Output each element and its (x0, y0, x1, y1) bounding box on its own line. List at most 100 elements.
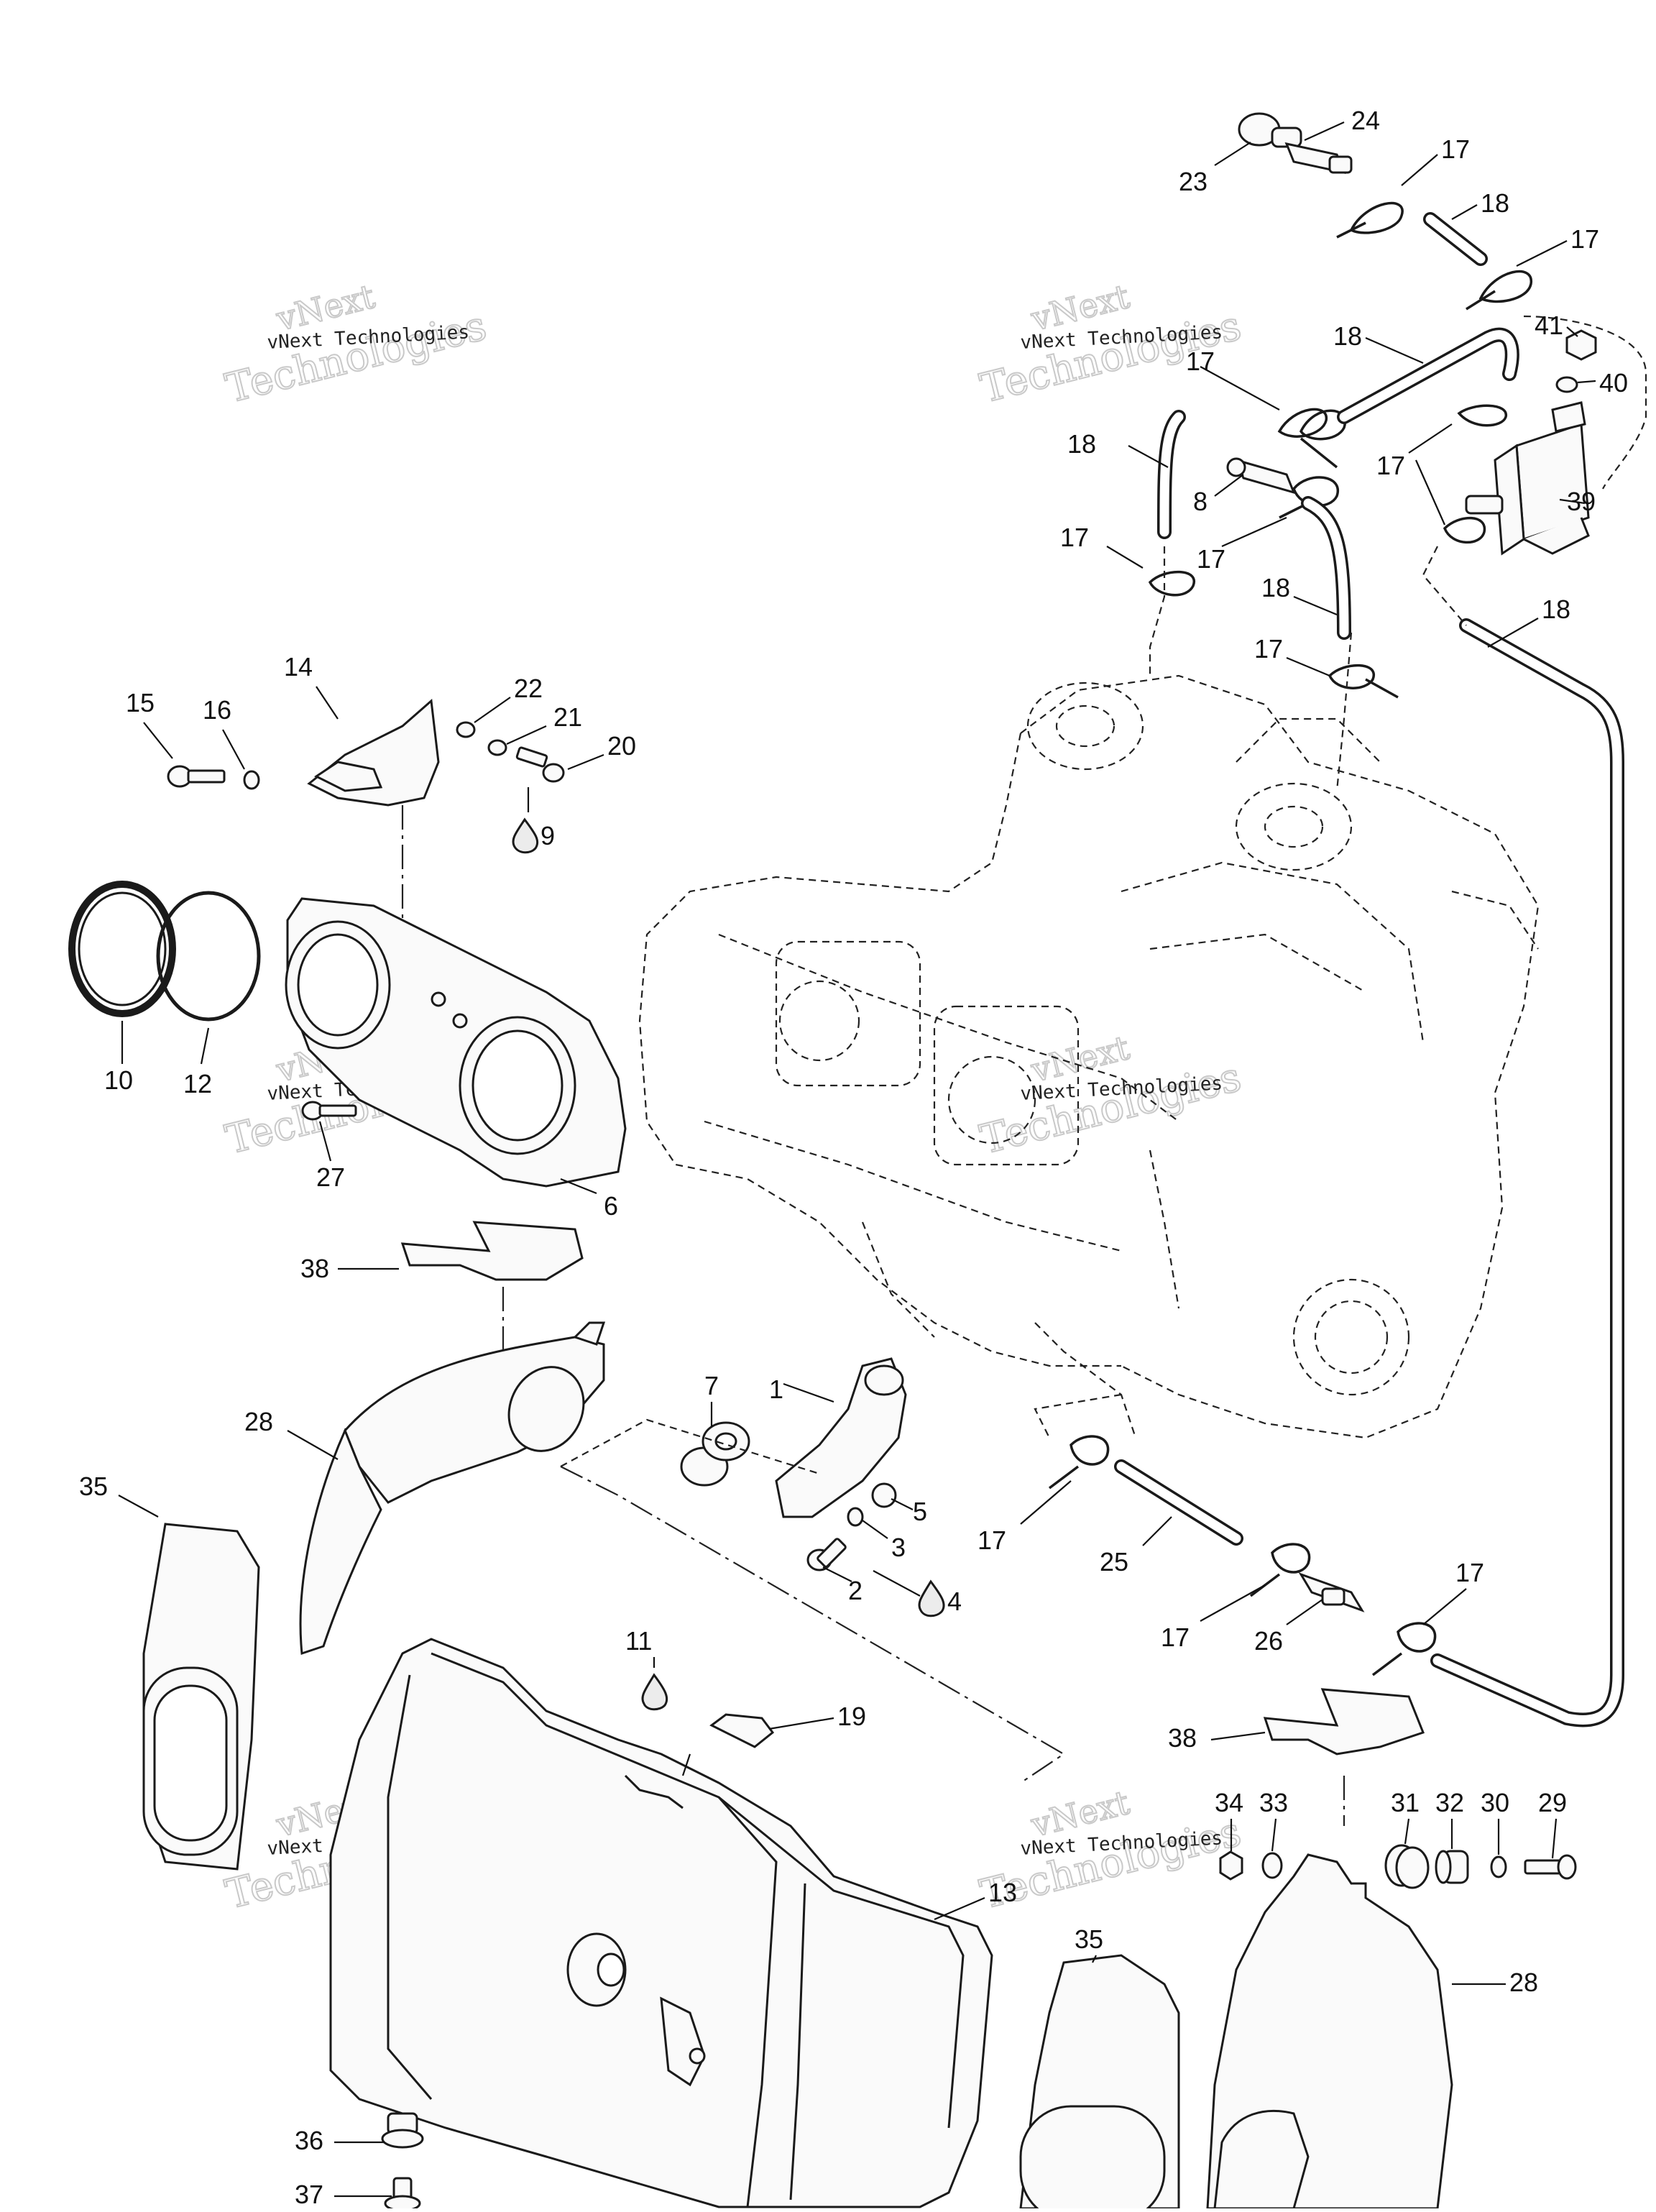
callout-33: 33 (1259, 1788, 1288, 1817)
ring-10 (68, 881, 176, 1017)
callout-21: 21 (553, 702, 582, 732)
o-ring-12 (156, 891, 261, 1022)
bracket-14 (307, 698, 440, 807)
callout-39: 39 (1567, 487, 1596, 516)
callout-34: 34 (1215, 1788, 1243, 1817)
callout-19: 19 (837, 1702, 866, 1731)
washer-3 (847, 1507, 864, 1527)
nut-41 (1565, 329, 1597, 361)
right-bottom-group (1019, 1688, 1577, 2212)
callout-28: 28 (244, 1407, 273, 1436)
callout-30: 30 (1481, 1788, 1509, 1817)
callout-8: 8 (1193, 487, 1208, 516)
bolt-29 (1524, 1854, 1577, 1880)
callout-17: 17 (1197, 544, 1225, 574)
callout-14: 14 (284, 652, 313, 682)
callout-13: 13 (988, 1878, 1017, 1907)
watermark-mid-right: vNext Technologies vNext Technologies (975, 1027, 1246, 1165)
callout-17: 17 (1441, 134, 1470, 164)
callout-37: 37 (295, 2180, 323, 2208)
plenum-6 (285, 897, 627, 1188)
watermark-top-right: vNext Technologies vNext Technologies (975, 276, 1246, 413)
drain-36 (381, 2112, 424, 2149)
callout-18: 18 (1333, 321, 1362, 351)
oil-drop-11-icon (641, 1673, 668, 1711)
clamp-17 (1277, 408, 1328, 438)
callout-38: 38 (1168, 1723, 1197, 1753)
callout-35: 35 (1075, 1924, 1103, 1954)
callout-24: 24 (1351, 106, 1380, 135)
callout-16: 16 (203, 695, 231, 725)
drain-plug-37 (384, 2177, 421, 2212)
callout-26: 26 (1254, 1626, 1283, 1656)
spacer-32 (1435, 1850, 1469, 1884)
air-duct-28-right (1206, 1853, 1453, 2210)
clamp-17 (1457, 404, 1507, 427)
screw-15 (167, 765, 226, 788)
clip-19 (709, 1713, 775, 1748)
gasket-38-upper (400, 1221, 584, 1281)
engine-phantom-outline (638, 674, 1540, 1439)
callout-18: 18 (1542, 595, 1570, 624)
callout-17: 17 (1186, 347, 1215, 376)
callout-41: 41 (1535, 311, 1563, 340)
gasket-38-lower (1263, 1688, 1425, 1756)
fitting-26 (1298, 1572, 1365, 1612)
callout-28: 28 (1509, 1968, 1538, 1997)
nut-34 (1219, 1850, 1243, 1881)
clamp-17 (1299, 409, 1347, 469)
clamp-17 (1443, 516, 1486, 544)
hose-18-left (1157, 410, 1186, 539)
callout-17: 17 (1060, 523, 1089, 552)
washer-22 (456, 721, 476, 738)
callout-labels: 24 23 17 18 17 41 40 18 17 18 8 17 39 17… (79, 106, 1628, 2209)
bracket-1 (775, 1357, 907, 1518)
callout-35: 35 (79, 1472, 108, 1501)
callout-27: 27 (316, 1162, 345, 1192)
callout-20: 20 (607, 731, 636, 761)
oil-drop-9-icon (512, 817, 539, 854)
hose-18-center (1301, 496, 1351, 640)
fitting-8 (1226, 457, 1296, 495)
callout-17: 17 (1455, 1558, 1484, 1587)
callout-32: 32 (1435, 1788, 1464, 1817)
hose-18-bend (1337, 327, 1519, 424)
callout-40: 40 (1599, 368, 1628, 398)
intake-boot-35-right (1019, 1954, 1180, 2212)
callout-3: 3 (891, 1533, 906, 1562)
clamp-17 (1336, 201, 1404, 239)
leader-lines (118, 121, 1596, 2198)
intake-boot-35-left (142, 1523, 260, 1871)
vacuum-hose-assembly (1034, 112, 1647, 1727)
callout-38: 38 (300, 1254, 329, 1283)
callout-17: 17 (1570, 224, 1599, 254)
callout-18: 18 (1261, 573, 1290, 602)
callout-4: 4 (947, 1587, 962, 1616)
callout-22: 22 (514, 674, 543, 703)
callout-18: 18 (1481, 188, 1509, 218)
callout-18: 18 (1067, 429, 1096, 459)
callout-12: 12 (183, 1069, 212, 1098)
air-duct-28-left (299, 1321, 606, 1656)
clamp-17 (1328, 664, 1399, 699)
callout-29: 29 (1538, 1788, 1567, 1817)
clamp-17 (1371, 1622, 1437, 1676)
callout-25: 25 (1100, 1547, 1128, 1577)
grommet-31 (1384, 1844, 1430, 1889)
throttle-body-area (68, 698, 627, 1871)
clamp-17 (1466, 270, 1532, 311)
watermark-top-left: vNext Technologies vNext Technologies (221, 276, 492, 413)
callout-1: 1 (769, 1375, 783, 1404)
callout-17: 17 (978, 1525, 1006, 1555)
callout-23: 23 (1179, 167, 1208, 196)
callout-6: 6 (604, 1191, 618, 1221)
screw-27 (301, 1101, 357, 1121)
bracket-group (560, 1357, 1066, 1784)
screw-20 (515, 746, 565, 783)
callout-11: 11 (625, 1626, 652, 1656)
clamp-17 (1148, 570, 1196, 597)
hose-18-long (1430, 618, 1624, 1727)
callout-5: 5 (913, 1497, 927, 1526)
